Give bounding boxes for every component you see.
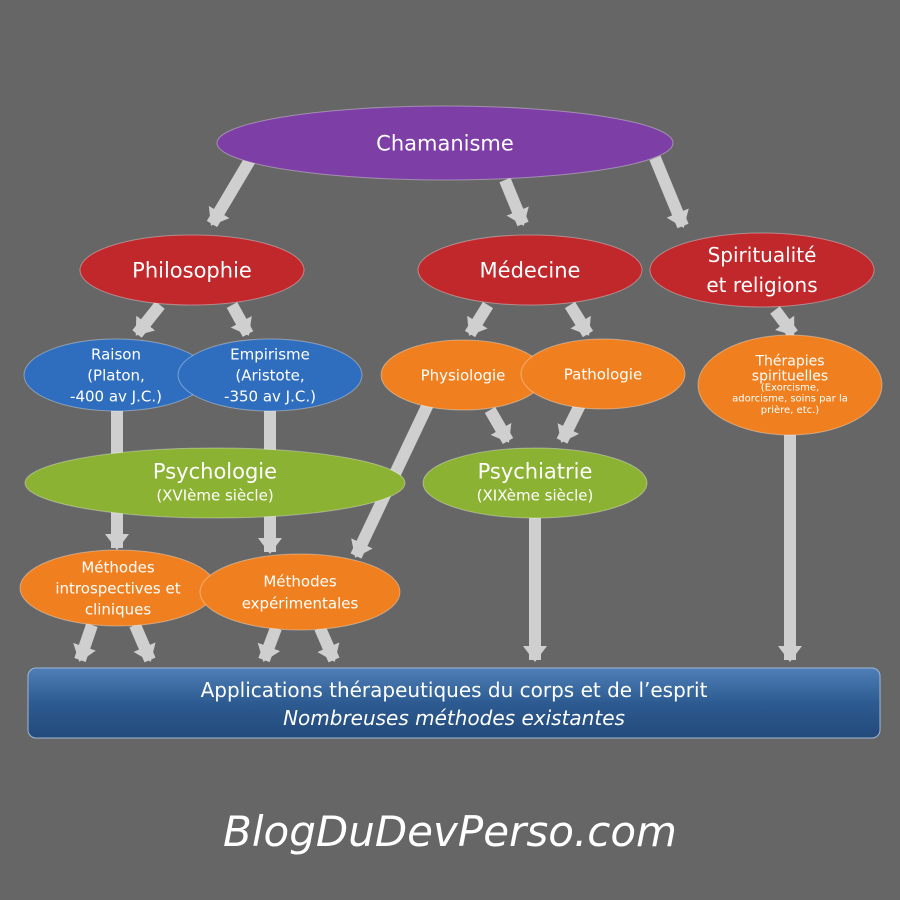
node-label: (XVIème siècle) bbox=[156, 486, 273, 504]
node-empirisme: Empirisme (Aristote, -350 av J.C.) bbox=[177, 338, 363, 412]
node-raison: Raison (Platon, -400 av J.C.) bbox=[23, 338, 209, 412]
node-shape bbox=[697, 334, 883, 436]
arrow bbox=[499, 177, 529, 227]
footer-brand: BlogDuDevPerso.com bbox=[223, 807, 677, 856]
node-label: Méthodes bbox=[263, 572, 336, 590]
node-label: Philosophie bbox=[132, 258, 252, 282]
node-label: Raison bbox=[91, 345, 141, 363]
node-label: prière, etc.) bbox=[761, 404, 820, 416]
node-shape bbox=[417, 234, 643, 306]
node-label: Pathologie bbox=[564, 365, 642, 383]
node-shape bbox=[79, 234, 305, 306]
node-label: Psychiatrie bbox=[478, 459, 593, 483]
node-label: (Platon, bbox=[87, 366, 145, 384]
node-psychologie: Psychologie (XVIème siècle) bbox=[24, 447, 406, 519]
node-label: cliniques bbox=[85, 600, 152, 618]
node-shape bbox=[649, 232, 875, 308]
arrow bbox=[257, 625, 282, 663]
arrows bbox=[73, 155, 802, 663]
node-methodes-intro: Méthodes introspectives et cliniques bbox=[19, 549, 217, 627]
node-label: adorcisme, soins par la bbox=[732, 394, 848, 405]
node-label: Psychologie bbox=[153, 459, 277, 483]
arrow bbox=[226, 302, 254, 337]
node-shape bbox=[422, 447, 648, 519]
node-label: Médecine bbox=[480, 258, 581, 282]
arrow bbox=[132, 301, 165, 338]
node-shape bbox=[216, 105, 674, 181]
node-psychiatrie: Psychiatrie (XIXème siècle) bbox=[422, 447, 648, 519]
node-label: Empirisme bbox=[230, 345, 310, 363]
node-label: (XIXème siècle) bbox=[477, 486, 594, 504]
arrow bbox=[770, 306, 798, 338]
node-label: Méthodes bbox=[81, 558, 154, 576]
node-label: expérimentales bbox=[242, 594, 359, 612]
applications-subtitle: Nombreuses méthodes existantes bbox=[283, 706, 625, 730]
node-label: -400 av J.C.) bbox=[70, 387, 162, 405]
node-shape bbox=[520, 338, 686, 410]
node-label: spirituelles bbox=[752, 369, 828, 385]
node-shape bbox=[199, 553, 401, 631]
node-philosophie: Philosophie bbox=[79, 234, 305, 306]
node-label: Thérapies bbox=[754, 354, 824, 370]
node-label: (Aristote, bbox=[235, 366, 304, 384]
node-label: et religions bbox=[706, 273, 817, 297]
node-chamanisme: Chamanisme bbox=[216, 105, 674, 181]
node-pathologie: Pathologie bbox=[520, 338, 686, 410]
arrow bbox=[73, 623, 98, 662]
node-physiologie: Physiologie bbox=[380, 339, 546, 411]
node-label: (Exorcisme, bbox=[761, 382, 819, 393]
arrow bbox=[564, 301, 594, 338]
node-label: introspectives et bbox=[55, 579, 180, 597]
node-label: Physiologie bbox=[421, 366, 506, 384]
arrow bbox=[206, 156, 256, 228]
node-spiritualite: Spiritualité et religions bbox=[649, 232, 875, 308]
applications-box: Applications thérapeutiques du corps et … bbox=[27, 667, 881, 739]
applications-title: Applications thérapeutiques du corps et … bbox=[201, 678, 708, 702]
arrow bbox=[314, 625, 340, 663]
arrow bbox=[556, 402, 586, 444]
node-label: -350 av J.C.) bbox=[224, 387, 316, 405]
node-shape bbox=[24, 447, 406, 519]
arrow bbox=[484, 406, 514, 445]
node-medecine: Médecine bbox=[417, 234, 643, 306]
node-shape bbox=[177, 338, 363, 412]
node-label: Spiritualité bbox=[708, 243, 817, 267]
arrow bbox=[464, 301, 494, 338]
node-therapies: Thérapiesspirituelles(Exorcisme,adorcism… bbox=[697, 334, 883, 436]
node-label: Chamanisme bbox=[376, 131, 514, 155]
arrow bbox=[649, 155, 689, 229]
node-methodes-exp: Méthodes expérimentales bbox=[199, 553, 401, 631]
arrow bbox=[129, 622, 156, 663]
